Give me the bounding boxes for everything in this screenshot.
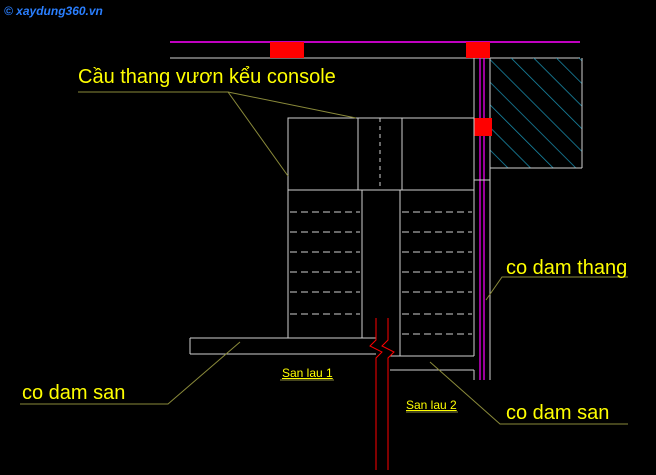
- label-floor-beam-left: co dam san: [22, 382, 126, 404]
- section-cut-lines: [369, 318, 395, 470]
- label-stair-beam: co dam thang: [506, 257, 628, 279]
- label-console-stair: Cầu thang vươn kểu console: [78, 66, 336, 88]
- left-flight-steps: [290, 211, 360, 315]
- column-top-right: [466, 42, 490, 58]
- label-floor-2: San lau 2: [406, 398, 457, 412]
- label-floor-1: San lau 1: [282, 366, 333, 380]
- label-floor-beam-right: co dam san: [506, 402, 610, 424]
- leader-lines: [20, 91, 628, 425]
- column-top-left: [270, 42, 304, 58]
- right-flight-steps: [402, 211, 472, 335]
- column-right: [474, 118, 492, 136]
- watermark: © xaydung360.vn: [4, 4, 103, 18]
- landing: [287, 117, 475, 191]
- hatched-wall: [490, 58, 582, 168]
